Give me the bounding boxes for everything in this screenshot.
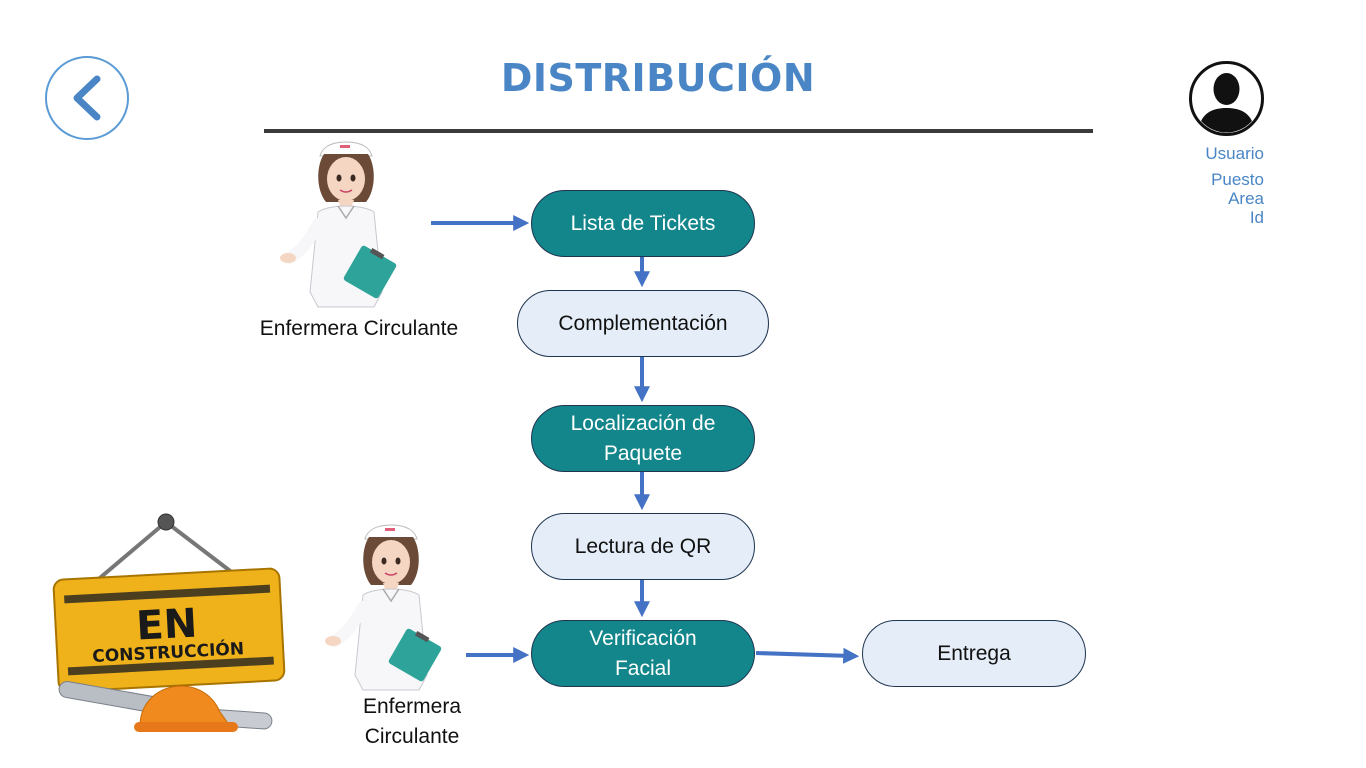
user-role-label: Puesto — [1211, 170, 1264, 189]
node-lectura-qr-label: Lectura de QR — [574, 534, 712, 558]
nurse-illustration-bottom — [325, 524, 442, 691]
node-complementacion[interactable]: Complementación — [517, 290, 769, 357]
node-lectura-qr[interactable]: Lectura de QR — [531, 513, 755, 580]
chevron-left-icon — [73, 75, 101, 121]
sign-text-en: EN — [135, 601, 198, 650]
back-button[interactable] — [45, 56, 129, 140]
node-localizacion-paquete[interactable]: Localización de Paquete — [531, 405, 755, 472]
user-name-label: Usuario — [1205, 144, 1264, 163]
node-lista-tickets[interactable]: Lista de Tickets — [531, 190, 755, 257]
user-info: Usuario Puesto Area Id — [1150, 144, 1264, 227]
nurse-illustration-top — [280, 141, 397, 308]
node-verificacion-facial[interactable]: Verificación Facial — [531, 620, 755, 687]
actor-label-bottom: Enfermera Circulante — [330, 692, 494, 752]
actor-label-bottom-line1: Enfermera — [362, 695, 462, 718]
node-entrega[interactable]: Entrega — [862, 620, 1086, 687]
node-verificacion-label-line1: Verificación — [589, 626, 697, 650]
node-lista-tickets-label: Lista de Tickets — [570, 211, 716, 235]
actor-label-bottom-line2: Circulante — [364, 725, 460, 748]
user-id-label: Id — [1249, 208, 1264, 227]
user-area-label: Area — [1228, 189, 1264, 208]
actor-label-top: Enfermera Circulante — [259, 317, 459, 340]
title-divider — [264, 129, 1093, 133]
node-verificacion-label-line2: Facial — [614, 656, 672, 680]
node-entrega-label: Entrega — [937, 641, 1011, 665]
user-avatar-icon[interactable] — [1188, 60, 1265, 137]
node-complementacion-label: Complementación — [558, 311, 728, 335]
node-localizacion-label-line2: Paquete — [603, 441, 683, 465]
under-construction-sign: EN CONSTRUCCIÓN — [52, 513, 286, 732]
page-title: DISTRIBUCIÓN — [500, 56, 816, 100]
arrow-verificacion-to-entrega — [755, 647, 860, 664]
node-localizacion-label-line1: Localización de — [570, 411, 716, 435]
